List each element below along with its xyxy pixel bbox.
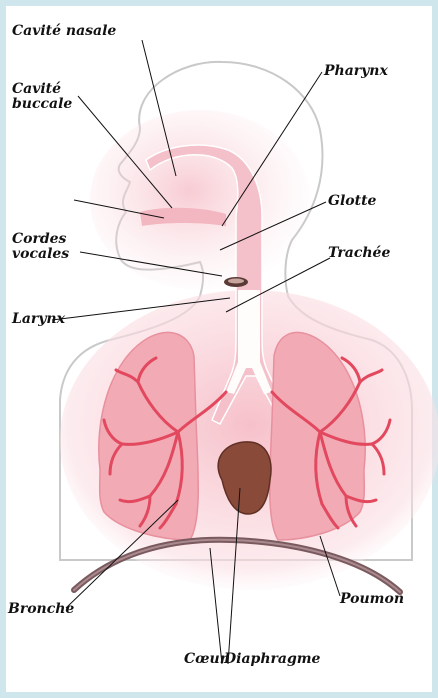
label-lung: Poumon <box>340 592 404 607</box>
label-diaphragm: Diaphragme <box>224 652 320 667</box>
label-nasal-cavity: Cavité nasale <box>12 24 116 39</box>
vocal-cords-shape <box>228 279 244 284</box>
head-tissue <box>90 110 310 290</box>
label-vocal-cords: Cordes vocales <box>12 232 69 262</box>
label-glottis: Glotte <box>328 194 376 209</box>
label-larynx: Larynx <box>12 312 65 327</box>
label-pharynx: Pharynx <box>324 64 388 79</box>
label-oral-cavity: Cavité buccale <box>12 82 72 112</box>
label-trachea: Trachée <box>328 246 390 261</box>
label-bronchus: Bronche <box>8 602 74 617</box>
label-heart: Cœur <box>184 652 227 667</box>
